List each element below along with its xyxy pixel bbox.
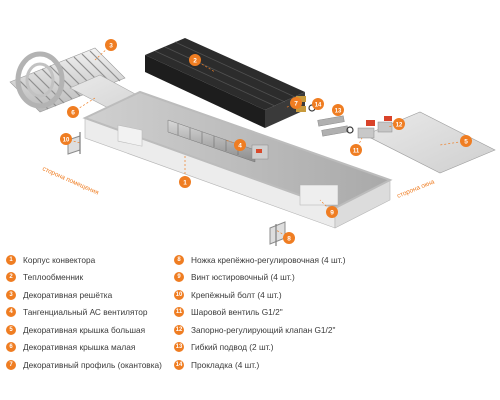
callout-8: 8 (283, 232, 295, 244)
callout-13: 13 (332, 104, 344, 116)
callout-3: 3 (105, 39, 117, 51)
legend-number: 14 (174, 359, 184, 370)
svg-text:1: 1 (183, 179, 187, 186)
legend-number: 7 (6, 359, 16, 370)
legend-item: 14 Прокладка (4 шт.) (174, 356, 494, 374)
callout-11: 11 (350, 144, 362, 156)
legend-text: Тангенциальный АС вентилятор (23, 307, 148, 318)
callout-14: 14 (312, 98, 324, 110)
legend-text: Прокладка (4 шт.) (191, 359, 260, 370)
legend-number: 3 (6, 289, 16, 300)
legend-number: 6 (6, 342, 16, 353)
decorative-grill (9, 47, 126, 113)
svg-text:3: 3 (109, 42, 113, 49)
legend-item: 10 Крепёжный болт (4 шт.) (174, 286, 494, 304)
legend-number: 2 (6, 272, 16, 283)
legend-item: 8 Ножка крепёжно-регулировочная (4 шт.) (174, 251, 494, 269)
callout-6: 6 (67, 106, 79, 118)
legend-item: 13 Гибкий подвод (2 шт.) (174, 339, 494, 357)
legend-item: 4 Тангенциальный АС вентилятор (6, 304, 176, 322)
legend-text: Теплообменник (23, 272, 84, 283)
legend-text: Декоративный профиль (окантовка) (23, 359, 162, 370)
legend-number: 13 (174, 342, 184, 353)
callout-5: 5 (460, 135, 472, 147)
room-side-label: сторона помещения (41, 165, 100, 196)
legend-text: Крепёжный болт (4 шт.) (191, 289, 282, 300)
svg-text:6: 6 (71, 109, 75, 116)
legend-text: Корпус конвектора (23, 254, 96, 265)
legend-number: 11 (174, 307, 184, 318)
legend-text: Ножка крепёжно-регулировочная (4 шт.) (191, 254, 346, 265)
flexible-hose (317, 115, 349, 137)
svg-text:12: 12 (396, 122, 403, 128)
svg-text:13: 13 (335, 108, 342, 114)
heat-exchanger (145, 38, 306, 128)
legend-item: 2 Теплообменник (6, 269, 176, 287)
legend-item: 12 Запорно-регулирующий клапан G1/2" (174, 321, 494, 339)
legend-item: 5 Декоративная крышка большая (6, 321, 176, 339)
svg-text:7: 7 (294, 100, 298, 107)
legend-item: 3 Декоративная решётка (6, 286, 176, 304)
svg-text:4: 4 (238, 142, 242, 149)
large-cover (364, 111, 496, 174)
svg-text:2: 2 (193, 57, 197, 64)
legend-number: 8 (174, 254, 184, 265)
legend-number: 1 (6, 254, 16, 265)
tangential-fan (167, 119, 269, 163)
legend-item: 1 Корпус конвектора (6, 251, 176, 269)
svg-text:10: 10 (63, 137, 70, 143)
legend-number: 9 (174, 272, 184, 283)
adjusting-plate (299, 184, 339, 206)
legend-text: Декоративная крышка большая (23, 324, 146, 335)
legend-text: Декоративная крышка малая (23, 342, 136, 353)
legend-item: 11 Шаровой вентиль G1/2" (174, 304, 494, 322)
legend-text: Декоративная решётка (23, 289, 113, 300)
legend-right: 8 Ножка крепёжно-регулировочная (4 шт.) 9… (174, 251, 494, 374)
legend-item: 7 Декоративный профиль (окантовка) (6, 356, 176, 374)
legend-item: 6 Декоративная крышка малая (6, 339, 176, 357)
legend-number: 10 (174, 289, 184, 300)
callout-4: 4 (234, 139, 246, 151)
window-side-label: сторона окна (396, 178, 436, 199)
callout-10: 10 (60, 133, 72, 145)
svg-text:14: 14 (315, 102, 322, 108)
callout-2: 2 (189, 54, 201, 66)
legend-number: 5 (6, 324, 16, 335)
svg-text:11: 11 (353, 148, 360, 154)
mounting-bolt (79, 132, 277, 246)
legend-text: Винт юстировочный (4 шт.) (191, 272, 295, 283)
legend-item: 9 Винт юстировочный (4 шт.) (174, 269, 494, 287)
legend-number: 12 (174, 324, 184, 335)
legend-text: Запорно-регулирующий клапан G1/2" (191, 324, 336, 335)
svg-text:9: 9 (330, 209, 334, 216)
callout-1: 1 (179, 176, 191, 188)
callout-12: 12 (393, 118, 405, 130)
svg-text:5: 5 (464, 138, 468, 145)
control-valve (377, 116, 393, 133)
svg-text:8: 8 (287, 235, 291, 242)
callout-9: 9 (326, 206, 338, 218)
legend-text: Гибкий подвод (2 шт.) (191, 342, 274, 353)
ball-valve (357, 120, 375, 139)
legend-number: 4 (6, 307, 16, 318)
callout-7: 7 (290, 97, 302, 109)
junction-box (117, 124, 143, 147)
legend-text: Шаровой вентиль G1/2" (191, 307, 283, 318)
